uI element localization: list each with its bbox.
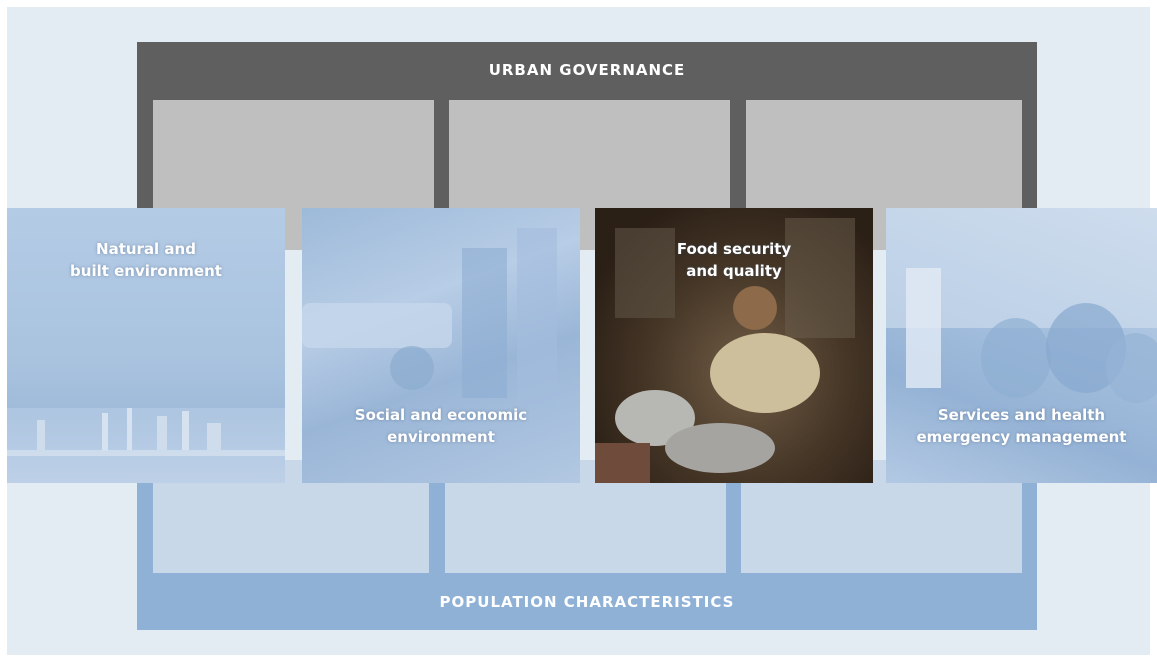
city-skyline-image bbox=[7, 408, 285, 483]
panel-label: Services and health emergency management bbox=[886, 404, 1157, 448]
panel-label: Food security and quality bbox=[595, 238, 873, 282]
panel-label-line: built environment bbox=[70, 262, 222, 280]
social-economic-environment-panel: Social and economic environment bbox=[302, 208, 580, 483]
crowd-scene-image bbox=[886, 208, 1157, 403]
panel-label-line: environment bbox=[387, 428, 495, 446]
services-health-emergency-panel: Services and health emergency management bbox=[886, 208, 1157, 483]
panel-label: Natural and built environment bbox=[7, 238, 285, 282]
panel-label-line: Social and economic bbox=[354, 406, 528, 424]
panel-label: Social and economic environment bbox=[302, 404, 580, 448]
panel-label-line: emergency management bbox=[916, 428, 1127, 446]
woman-washing-dishes-image bbox=[595, 208, 873, 483]
natural-built-environment-panel: Natural and built environment bbox=[7, 208, 285, 483]
panel-label-line: Natural and bbox=[96, 240, 196, 258]
food-security-quality-panel: Food security and quality bbox=[595, 208, 873, 483]
panel-label-line: Food security bbox=[676, 240, 792, 258]
urban-governance-frame: URBAN GOVERNANCE bbox=[137, 42, 1037, 250]
population-characteristics-frame: POPULATION CHARACTERISTICS bbox=[137, 460, 1037, 630]
panel-label-line: Services and health bbox=[937, 406, 1106, 424]
street-scene-image bbox=[302, 228, 557, 408]
panel-label-line: and quality bbox=[686, 262, 782, 280]
urban-governance-title: URBAN GOVERNANCE bbox=[488, 61, 686, 79]
population-characteristics-title: POPULATION CHARACTERISTICS bbox=[439, 593, 735, 611]
